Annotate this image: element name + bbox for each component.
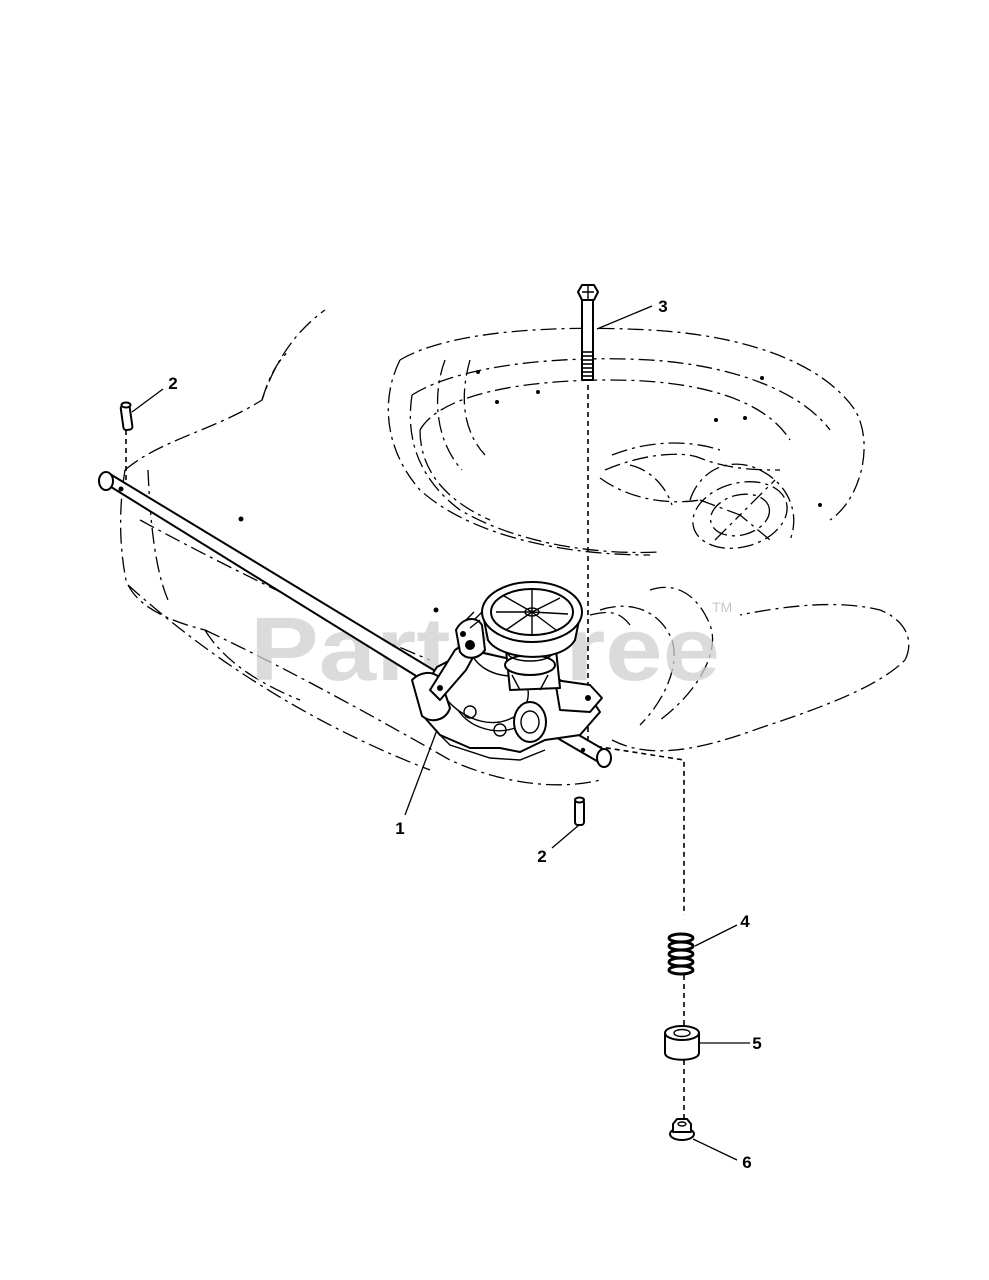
mower-deck-outline [119, 309, 910, 786]
spacer-bushing [664, 1025, 700, 1061]
callout-2-lower: 2 [537, 847, 546, 866]
hex-bolt [577, 284, 599, 381]
callout-6: 6 [742, 1153, 751, 1172]
compression-spring [667, 932, 695, 976]
flange-nut [669, 1118, 695, 1141]
callout-5: 5 [752, 1034, 761, 1053]
roll-pin-upper [119, 401, 134, 432]
callout-1: 1 [395, 819, 404, 838]
callout-4: 4 [740, 912, 750, 931]
callout-3: 3 [658, 297, 667, 316]
callout-leaders [131, 305, 750, 1161]
roll-pin-lower [574, 796, 585, 826]
watermark-trademark: TM [712, 599, 732, 615]
callout-labels: 1 2 2 3 4 5 6 [168, 297, 761, 1172]
gearbox-axle-assembly [98, 471, 612, 768]
callout-2-upper: 2 [168, 374, 177, 393]
